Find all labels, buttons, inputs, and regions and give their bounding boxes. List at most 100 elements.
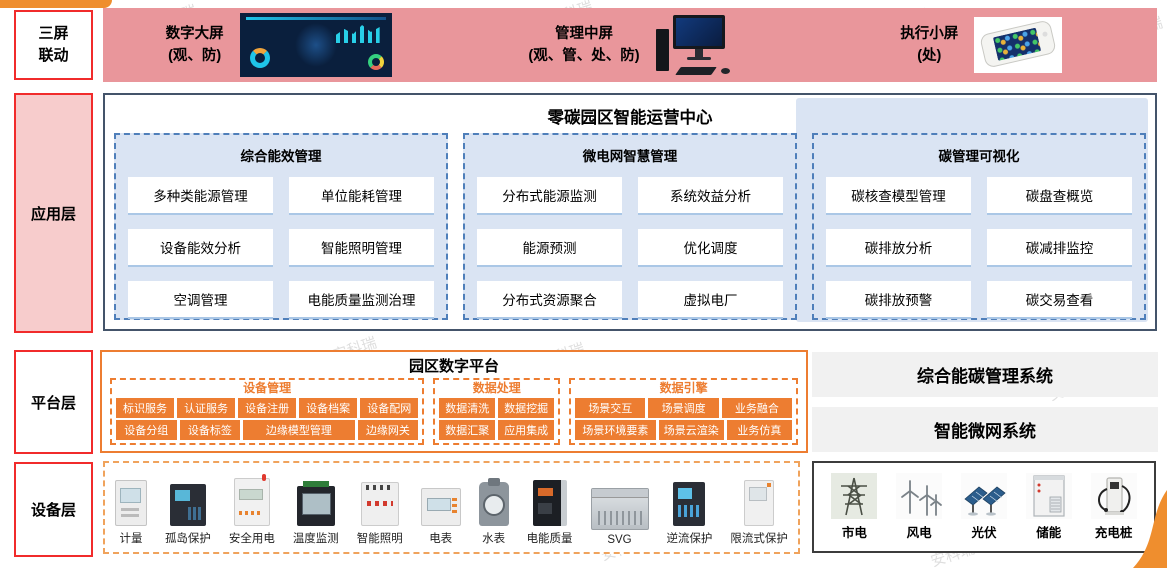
smart-microgrid-system-box: 智能微网系统 <box>812 407 1158 452</box>
group-title: 数据处理 <box>472 381 521 395</box>
device-layer-text: 设备层 <box>30 502 76 519</box>
source-label: 光伏 <box>971 526 997 540</box>
app-function-button[interactable]: 碳排放分析 <box>826 229 971 267</box>
app-function-button[interactable]: 优化调度 <box>638 229 783 267</box>
phone-body-decoration <box>979 19 1058 69</box>
platform-function-button[interactable]: 标识服务 <box>116 398 175 418</box>
platform-groups: 设备管理 标识服务 认证服务 设备注册 设备档案 设备配网 设备分组 设备标签 … <box>110 378 798 445</box>
phone-home-button-decoration <box>1042 31 1049 38</box>
water-meter-device-image <box>478 478 509 526</box>
platform-function-button[interactable]: 场景交互 <box>575 398 646 418</box>
group-title: 设备管理 <box>243 381 292 395</box>
group-button-grid: 分布式能源监测 系统效益分析 能源预测 优化调度 分布式资源聚合 虚拟电厂 <box>477 177 783 319</box>
middle-screen-text: 管理中屏 (观、管、处、防) <box>528 23 639 68</box>
reverse-flow-protection-device-image <box>673 482 706 526</box>
pc-monitor-decoration <box>672 15 725 49</box>
button-row: 设备分组 设备标签 边缘模型管理 边缘网关 <box>116 420 419 440</box>
pc-base-decoration <box>686 57 711 60</box>
operation-center-title: 零碳园区智能运营中心 <box>547 109 713 127</box>
data-processing-group: 数据处理 数据清洗 数据挖掘 数据汇聚 应用集成 <box>433 378 561 445</box>
dashboard-map-decoration <box>294 23 337 67</box>
platform-function-button[interactable]: 业务融合 <box>721 398 792 418</box>
app-function-button[interactable]: 设备能效分析 <box>128 229 273 267</box>
device-management-group: 设备管理 标识服务 认证服务 设备注册 设备档案 设备配网 设备分组 设备标签 … <box>110 378 425 445</box>
platform-function-button[interactable]: 数据汇聚 <box>439 420 496 440</box>
device-label: 计量 <box>119 533 143 545</box>
app-function-button[interactable]: 分布式资源聚合 <box>477 281 622 319</box>
electric-meter-device-image <box>420 488 461 526</box>
application-layer-text: 应用层 <box>30 205 76 223</box>
platform-function-button[interactable]: 数据挖掘 <box>498 398 555 418</box>
source-item: 光伏 <box>960 473 1007 541</box>
energy-source-panel: 市电 风电 <box>812 461 1156 553</box>
screen-cell-big: 数字大屏 (观、防) <box>103 8 454 82</box>
source-label: 风电 <box>906 526 932 540</box>
platform-function-button[interactable]: 数据清洗 <box>439 398 496 418</box>
button-row: 场景交互 场景调度 业务融合 <box>575 398 792 418</box>
app-function-button[interactable]: 碳排放预警 <box>826 281 971 319</box>
platform-function-button[interactable]: 边缘模型管理 <box>243 420 355 440</box>
app-function-button[interactable]: 分布式能源监测 <box>477 177 622 215</box>
screen-cell-small: 执行小屏 (处) <box>806 8 1157 82</box>
app-function-button[interactable]: 碳盘查概览 <box>987 177 1132 215</box>
app-function-button[interactable]: 碳交易查看 <box>987 281 1132 319</box>
application-groups: 综合能效管理 多种类能源管理 单位能耗管理 设备能效分析 智能照明管理 空调管理… <box>114 133 1146 320</box>
app-function-button[interactable]: 电能质量监测治理 <box>289 281 434 319</box>
source-item: 市电 <box>831 473 878 541</box>
pc-keyboard-decoration <box>674 67 717 75</box>
app-function-button[interactable]: 智能照明管理 <box>289 229 434 267</box>
three-screen-linkage-label: 三屏联动 <box>14 10 93 80</box>
app-function-button[interactable]: 虚拟电厂 <box>638 281 783 319</box>
electrical-safety-device-image <box>233 474 270 526</box>
app-function-button[interactable]: 空调管理 <box>128 281 273 319</box>
smart-lighting-device-image <box>360 482 399 526</box>
device-label: 温度监测 <box>292 533 339 545</box>
platform-function-button[interactable]: 场景调度 <box>648 398 719 418</box>
platform-function-button[interactable]: 认证服务 <box>177 398 236 418</box>
platform-function-button[interactable]: 应用集成 <box>498 420 555 440</box>
platform-function-button[interactable]: 场景环境要素 <box>575 420 656 440</box>
small-screen-text: 执行小屏 (处) <box>900 23 958 68</box>
platform-function-button[interactable]: 设备注册 <box>238 398 297 418</box>
application-layer-panel: 零碳园区智能运营中心 综合能效管理 多种类能源管理 单位能耗管理 设备能效分析 … <box>103 93 1157 331</box>
middle-screen-subtitle: (观、管、处、防) <box>528 48 640 64</box>
app-function-button[interactable]: 单位能耗管理 <box>289 177 434 215</box>
app-function-button[interactable]: 系统效益分析 <box>638 177 783 215</box>
platform-function-button[interactable]: 设备配网 <box>360 398 419 418</box>
button-row: 数据清洗 数据挖掘 <box>439 398 555 418</box>
app-function-button[interactable]: 多种类能源管理 <box>128 177 273 215</box>
app-function-button[interactable]: 碳减排监控 <box>987 229 1132 267</box>
platform-function-button[interactable]: 边缘网关 <box>357 420 419 440</box>
button-row: 数据汇聚 应用集成 <box>439 420 555 440</box>
small-screen-title: 执行小屏 <box>900 25 959 42</box>
energy-efficiency-group: 综合能效管理 多种类能源管理 单位能耗管理 设备能效分析 智能照明管理 空调管理… <box>114 133 448 320</box>
digital-platform-title: 园区数字平台 <box>408 358 499 375</box>
device-item: 电表 <box>420 488 461 546</box>
system-name: 智能微网系统 <box>934 422 1036 441</box>
pc-tower-decoration <box>655 29 669 71</box>
current-limiting-protection-device-image <box>744 480 775 526</box>
group-button-grid: 多种类能源管理 单位能耗管理 设备能效分析 智能照明管理 空调管理 电能质量监测… <box>128 177 434 319</box>
device-label: 智能照明 <box>356 533 403 545</box>
platform-function-button[interactable]: 设备档案 <box>299 398 358 418</box>
middle-screen-title: 管理中屏 <box>554 25 613 42</box>
bottom-right-orange-decoration <box>1133 490 1167 568</box>
device-label: 电能质量 <box>526 533 573 545</box>
island-protection-device-image <box>169 484 206 526</box>
device-item: 温度监测 <box>292 481 339 546</box>
metering-device-image <box>115 480 147 526</box>
app-function-button[interactable]: 能源预测 <box>477 229 622 267</box>
platform-function-button[interactable]: 设备标签 <box>179 420 241 440</box>
app-function-button[interactable]: 碳核查模型管理 <box>826 177 971 215</box>
data-engine-group: 数据引擎 场景交互 场景调度 业务融合 场景环境要素 场景云渲染 业务仿真 <box>569 378 798 445</box>
platform-layer-text: 平台层 <box>30 394 76 412</box>
platform-function-button[interactable]: 设备分组 <box>116 420 177 440</box>
device-layer-label: 设备层 <box>14 462 93 557</box>
three-screen-band: 数字大屏 (观、防) 管理中屏 (观、管、处、防) <box>103 8 1157 82</box>
group-button-grid: 碳核查模型管理 碳盘查概览 碳排放分析 碳减排监控 碳排放预警 碳交易查看 <box>826 177 1132 319</box>
dashboard-donut-decoration <box>367 54 384 70</box>
solar-pv-image <box>960 473 1007 519</box>
platform-function-button[interactable]: 场景云渲染 <box>658 420 724 440</box>
application-layer-label: 应用层 <box>14 93 93 333</box>
platform-function-button[interactable]: 业务仿真 <box>726 420 792 440</box>
